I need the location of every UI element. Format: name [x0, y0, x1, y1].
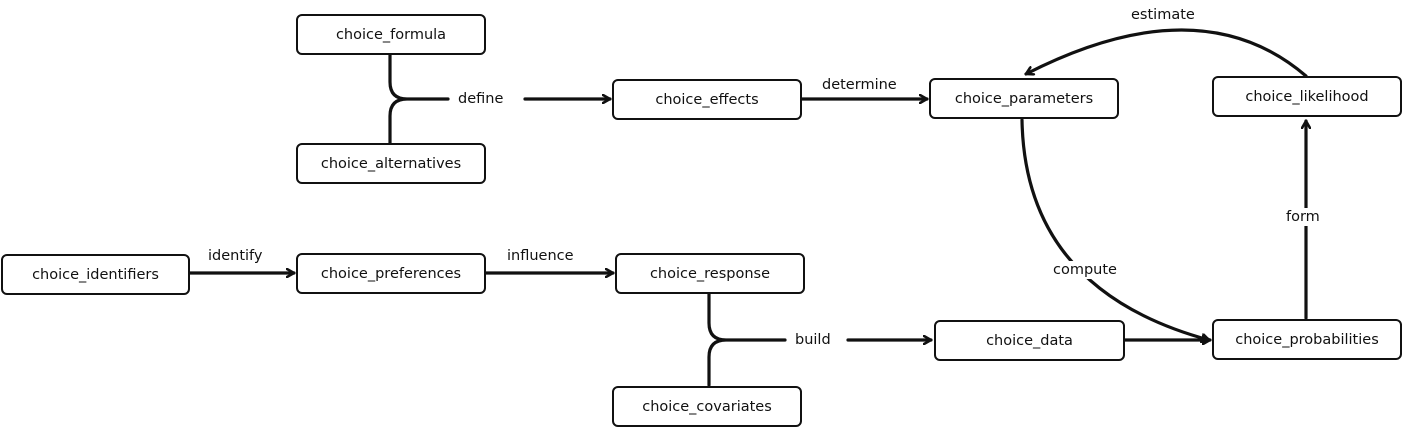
- node-choice-parameters: choice_parameters: [929, 78, 1119, 119]
- label-define: define: [455, 90, 507, 108]
- node-choice-probabilities: choice_probabilities: [1212, 319, 1402, 360]
- label-build: build: [792, 331, 834, 349]
- brace-response-covariates: [707, 292, 787, 387]
- edge-estimate: [1024, 28, 1308, 78]
- node-choice-identifiers: choice_identifiers: [1, 254, 190, 295]
- edge-compute: [1020, 118, 1211, 340]
- label-compute: compute: [1050, 261, 1120, 279]
- node-choice-likelihood: choice_likelihood: [1212, 76, 1402, 117]
- node-choice-data: choice_data: [934, 320, 1125, 361]
- node-choice-effects: choice_effects: [612, 79, 802, 120]
- node-choice-response: choice_response: [615, 253, 805, 294]
- label-determine: determine: [819, 76, 900, 94]
- brace-formula-alternatives: [388, 53, 450, 145]
- label-influence: influence: [504, 247, 577, 265]
- label-form: form: [1283, 208, 1323, 226]
- node-choice-alternatives: choice_alternatives: [296, 143, 486, 184]
- node-choice-formula: choice_formula: [296, 14, 486, 55]
- node-choice-preferences: choice_preferences: [296, 253, 486, 294]
- node-choice-covariates: choice_covariates: [612, 386, 802, 427]
- label-estimate: estimate: [1128, 6, 1198, 24]
- label-identify: identify: [205, 247, 266, 265]
